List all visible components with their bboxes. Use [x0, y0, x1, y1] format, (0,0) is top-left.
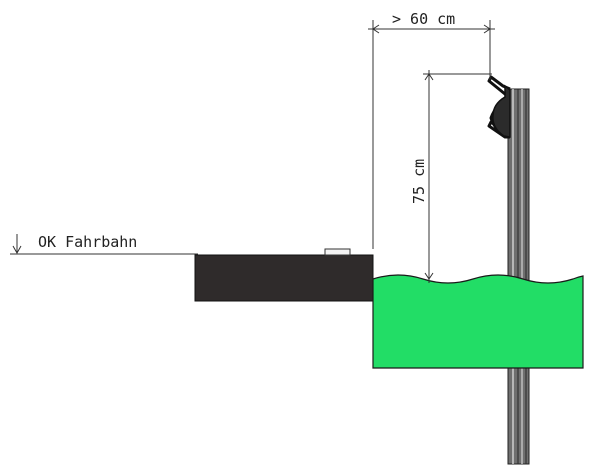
- w-beam-body: [492, 84, 511, 138]
- post-inside-foundation: [508, 279, 529, 368]
- clearance-dimension: > 60 cm: [368, 10, 495, 249]
- road-level-label: OK Fahrbahn: [38, 233, 137, 251]
- road-slab: [194, 254, 374, 302]
- road-level-marker: OK Fahrbahn: [10, 233, 198, 255]
- height-dimension: 75 cm: [410, 70, 492, 283]
- green-foundation: [372, 274, 584, 369]
- curb-plate: [324, 248, 351, 256]
- clearance-label: > 60 cm: [392, 10, 455, 28]
- height-label: 75 cm: [410, 159, 428, 204]
